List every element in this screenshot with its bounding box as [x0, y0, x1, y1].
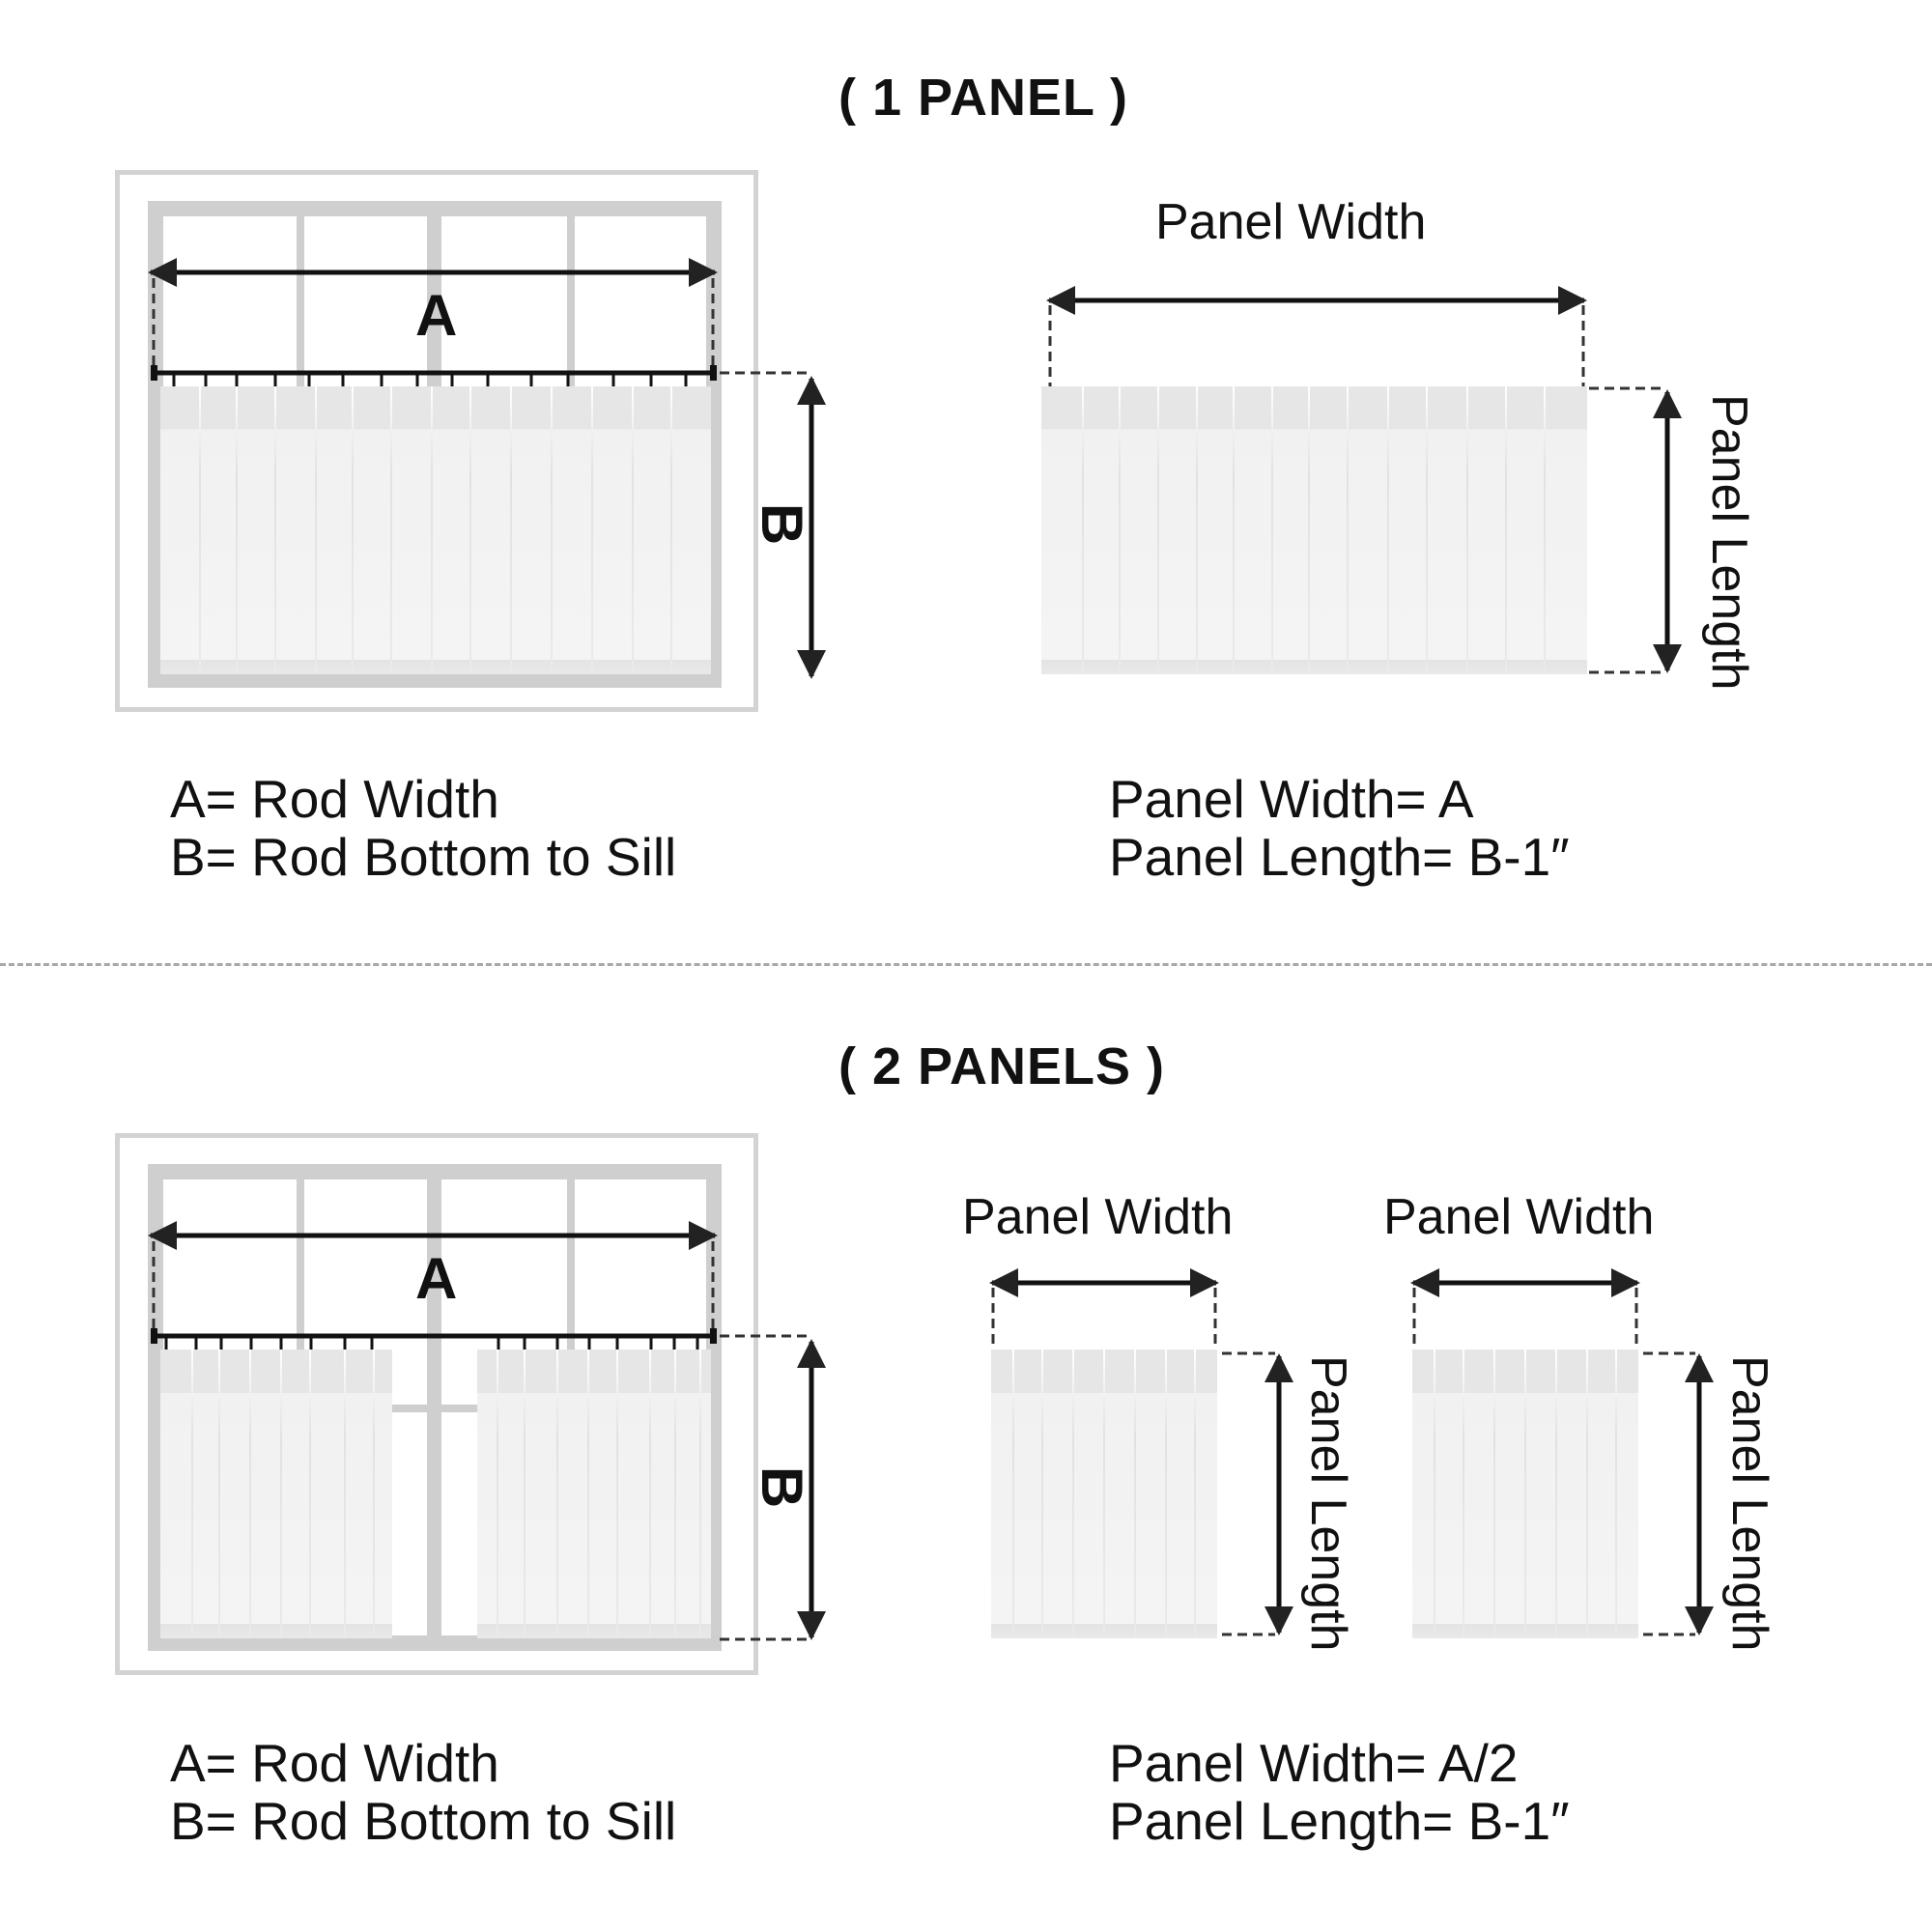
formula-length: Panel Length= B-1″ [1109, 1791, 1570, 1851]
legend-line-b: B= Rod Bottom to Sill [170, 827, 677, 887]
panel-width-label: Panel Width [1383, 1189, 1655, 1245]
measure-a-arrow [148, 1221, 718, 1334]
formula-length: Panel Length= B-1″ [1109, 827, 1570, 887]
curtain-panel [1041, 386, 1587, 674]
section-title: ( 1 PANEL ) [838, 69, 1129, 127]
curtain-panel-right [477, 1350, 711, 1638]
curtain-rod [151, 1328, 717, 1350]
panel-width-arrow [1410, 1268, 1640, 1350]
formula-width: Panel Width= A/2 [1109, 1733, 1519, 1793]
panel-width-arrow [989, 1268, 1219, 1350]
panel-width-label: Panel Width [1155, 194, 1427, 250]
curtain-panel [1412, 1350, 1638, 1638]
panel-width-label: Panel Width [962, 1189, 1234, 1245]
window-transom [391, 1405, 478, 1412]
measure-b-arrow [720, 1334, 826, 1641]
formula-width: Panel Width= A [1109, 769, 1474, 829]
panel-length-arrow [1222, 1351, 1293, 1636]
curtain-rod [151, 365, 717, 386]
legend-line-b: B= Rod Bottom to Sill [170, 1791, 677, 1851]
curtain-panel [991, 1350, 1217, 1638]
curtain-panel-left [160, 1350, 392, 1638]
panel-length-arrow [1643, 1351, 1714, 1636]
curtain-panel [160, 386, 711, 674]
measure-b-arrow [720, 371, 826, 679]
panel-width-arrow [1046, 286, 1587, 386]
measure-a-label: A [415, 1246, 458, 1311]
section-divider [0, 963, 1932, 966]
measure-a-arrow [148, 258, 718, 371]
measure-a-label: A [415, 283, 458, 348]
legend-line-a: A= Rod Width [170, 769, 499, 829]
panel-length-arrow [1589, 386, 1682, 674]
section-title: ( 2 PANELS ) [838, 1037, 1166, 1095]
legend-line-a: A= Rod Width [170, 1733, 499, 1793]
